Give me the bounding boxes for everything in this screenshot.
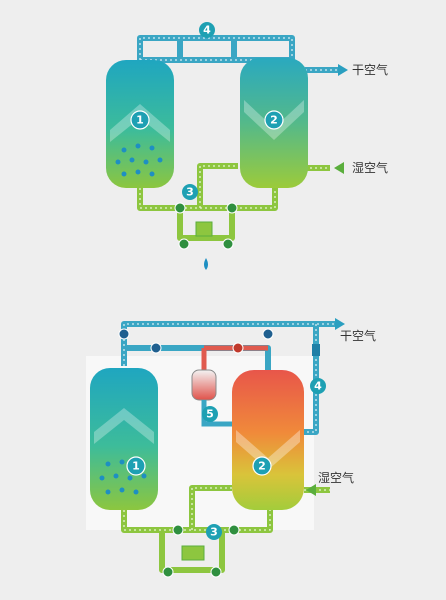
bottom-dry-air-arrow-icon [335, 318, 345, 330]
bottom-outlet-valve-right-icon [262, 328, 274, 340]
bottom-outlet-valve-left-icon [118, 328, 130, 340]
bottom-tower-1-flow-chevron [94, 408, 154, 444]
top-valve-3-number: 3 [186, 186, 194, 199]
bottom-tower-1-water-droplets [99, 459, 147, 495]
bottom-drain-loop-pipe [159, 530, 225, 573]
top-manifold-valve-right-icon [226, 202, 238, 214]
bottom-wet-air-label: 湿空气 [318, 470, 354, 485]
top-dry-air-arrow-icon [338, 64, 348, 76]
bottom-heater-5 [191, 369, 217, 401]
bottom-valve-3-number: 3 [210, 526, 218, 539]
bottom-regen-valve-left-icon [150, 342, 162, 354]
bottom-heater-5-number: 5 [206, 408, 214, 421]
top-tower-1-badge [130, 110, 150, 130]
top-drain-valve-left-icon [178, 238, 190, 250]
top-drain-valve-right-icon [222, 238, 234, 250]
bottom-valve-3-badge [206, 524, 222, 540]
top-tower-2-flow-chevron [244, 100, 304, 140]
top-drain-valve-icon [195, 221, 213, 237]
bottom-valve-4-number: 4 [314, 380, 322, 393]
bottom-tower-1-badge [126, 456, 146, 476]
top-wet-air-arrow-icon [334, 162, 344, 174]
top-drain-loop-pipe [177, 208, 235, 241]
top-tower-1-water-droplets [115, 143, 163, 177]
top-wet-air-label: 湿空气 [352, 160, 388, 175]
bottom-tower-2-badge [252, 456, 272, 476]
top-tower-1-number: 1 [136, 114, 144, 127]
bottom-blue-pipe-dashes [123, 323, 335, 433]
bottom-panel: 干空气 4 5 湿空气 [0, 280, 446, 600]
top-tower-2-badge [264, 110, 284, 130]
bottom-tower-2-number: 2 [258, 460, 266, 473]
top-condensate-drop-icon [204, 258, 208, 270]
bottom-heater-outlet-pipe [201, 400, 232, 427]
bottom-manifold-valve-left-icon [172, 524, 184, 536]
bottom-regen-valve-right-icon [232, 342, 244, 354]
top-panel: 干空气 4 湿空气 1 2 [0, 0, 446, 280]
bottom-green-pipe-dashes [123, 487, 330, 531]
bottom-valve-4-badge [310, 378, 326, 394]
bottom-valve-4-body-icon [312, 344, 320, 356]
bottom-drain-valve-icon [181, 545, 205, 561]
bottom-manifold-valve-right-icon [228, 524, 240, 536]
top-panel-background [0, 0, 446, 280]
bottom-tower-1-number: 1 [132, 460, 140, 473]
top-manifold-valve-left-icon [174, 202, 186, 214]
bottom-drain-valve-left-icon [162, 566, 174, 578]
top-dry-air-label: 干空气 [352, 62, 388, 77]
top-bypass-pipes [177, 38, 237, 60]
bottom-tower-2 [232, 370, 304, 510]
bottom-dry-air-label: 干空气 [340, 328, 376, 343]
top-green-pipe-dashes [139, 165, 330, 209]
top-valve-4-number: 4 [203, 24, 211, 37]
bottom-tower-1 [90, 368, 158, 510]
top-valve-4-badge [199, 22, 215, 38]
top-valve-3-badge [182, 184, 198, 200]
bottom-wet-air-arrow-icon [306, 484, 316, 496]
bottom-drain-valve-right-icon [210, 566, 222, 578]
bottom-heater-5-badge [202, 406, 218, 422]
top-tower-2-number: 2 [270, 114, 278, 127]
